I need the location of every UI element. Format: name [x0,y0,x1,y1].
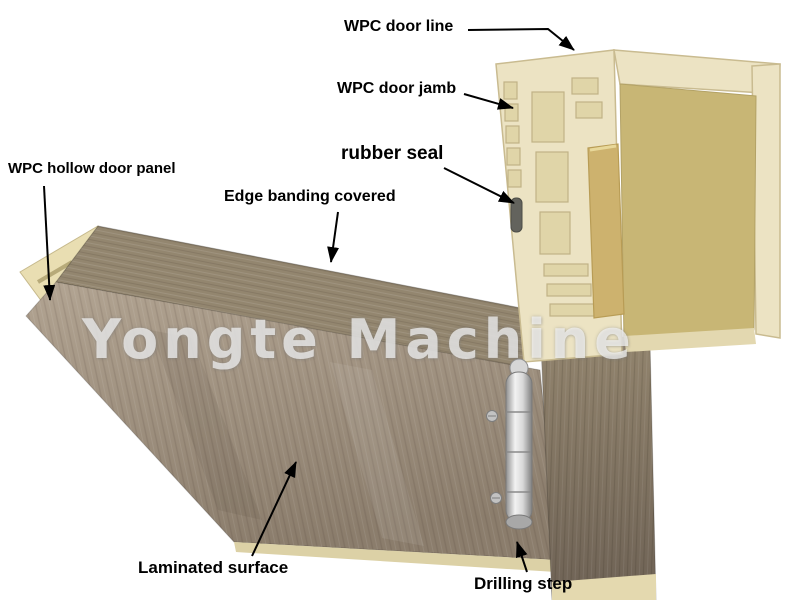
hinge-bottom-cap [505,514,533,530]
wood-streak [330,362,424,546]
wpc-door-line-piece [587,143,625,319]
arrow-edge-banding [327,211,340,263]
arrow-door-jamb [463,93,514,110]
jamb-outer-board [539,321,657,600]
jamb-hollow-chambers [503,77,603,317]
panel-bottom-edge [234,542,558,572]
hinge [486,358,533,530]
label-wpc-door-line: WPC door line [344,18,454,35]
label-edge-banding-covered: Edge banding covered [224,188,396,205]
arrow-hollow-panel [43,185,56,301]
jamb-board-bottom-edge [552,574,656,600]
frame-inner-face [619,83,757,341]
door-panel [19,225,559,572]
hinge-barrel [505,371,533,523]
label-laminated-surface: Laminated surface [138,558,289,577]
arrow-rubber-seal [443,167,515,204]
label-drilling-step: Drilling step [474,574,573,593]
label-wpc-hollow-door-panel: WPC hollow door panel [8,160,176,177]
arrow-door-line [467,27,575,51]
core-chamber-slit [36,260,74,284]
label-rubber-seal: rubber seal [341,143,444,164]
laminated-front-grain [26,282,558,560]
arrow-laminated-surface [251,461,297,557]
frame-bottom-edge [624,328,756,352]
wpc-door-jamb-profile [495,49,781,363]
label-wpc-door-jamb: WPC door jamb [337,80,457,97]
rubber-seal-strip [510,197,523,233]
jamb-board-grain [540,322,656,600]
arrow-drilling-step [516,541,528,573]
wood-streak [150,330,262,520]
edge-banding-grain [56,226,552,368]
door-line-highlight [589,144,617,152]
annotation-arrows [43,27,575,573]
